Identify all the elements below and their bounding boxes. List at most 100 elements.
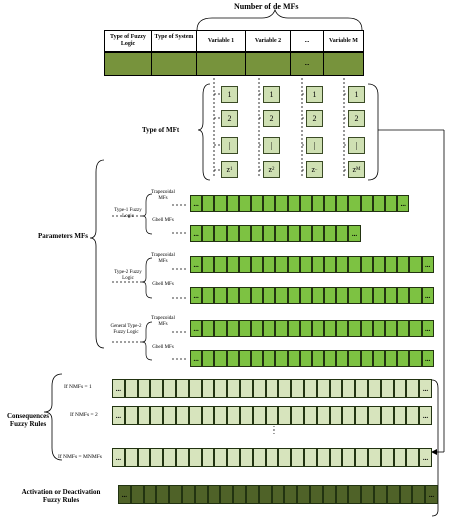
cell — [214, 225, 227, 242]
cell — [252, 448, 266, 467]
cell — [143, 485, 157, 504]
header-bar: ... — [104, 52, 364, 76]
rule-row-1: ...... — [112, 379, 432, 398]
cell — [385, 320, 398, 337]
cell — [278, 379, 292, 398]
cell — [226, 195, 239, 212]
type2-trap-row: ...... — [190, 256, 434, 273]
cell — [360, 256, 373, 273]
cell — [220, 485, 234, 504]
header-col-variable-2: Variable 2 — [246, 31, 291, 51]
cell — [238, 195, 251, 212]
cell — [214, 320, 227, 337]
cell — [336, 320, 349, 337]
cell — [299, 225, 312, 242]
cell — [291, 406, 304, 425]
mf-type-subscript: M — [356, 167, 361, 172]
cell-dots: ... — [190, 350, 203, 367]
cell — [207, 485, 221, 504]
cell — [214, 287, 227, 304]
mf-type-subscript: .. — [315, 167, 318, 172]
cell — [150, 406, 164, 425]
cell — [297, 485, 310, 504]
cell — [397, 287, 410, 304]
cell — [175, 448, 189, 467]
cell — [311, 350, 325, 367]
cell — [372, 287, 385, 304]
cell — [258, 485, 272, 504]
cell — [316, 379, 330, 398]
cell — [175, 406, 189, 425]
cell — [275, 320, 288, 337]
cell — [299, 287, 312, 304]
mf-type-box: | — [306, 137, 323, 154]
cell — [336, 350, 349, 367]
cell — [250, 256, 264, 273]
cell — [238, 256, 251, 273]
cell — [397, 320, 410, 337]
cell-dots: ... — [419, 379, 432, 398]
cell — [263, 287, 276, 304]
rule-row-1-label: If NMFs = 1 — [64, 384, 92, 390]
parameters-mfs-label: Parameters MFs — [38, 232, 88, 240]
mf-type-value: z — [226, 165, 231, 174]
cell — [150, 448, 164, 467]
cell — [348, 485, 362, 504]
cell-dots: ... — [348, 225, 361, 242]
group-gt2-trap-label: Trapezoidal MFs — [151, 316, 175, 327]
cell — [124, 379, 138, 398]
type1-gbell-row: ...... — [190, 225, 361, 242]
cell — [265, 448, 279, 467]
mf-type-value: 1 — [269, 90, 274, 99]
cell — [299, 256, 312, 273]
cell — [194, 485, 208, 504]
cell — [322, 485, 336, 504]
cell — [202, 225, 215, 242]
mf-type-value: z — [268, 165, 273, 174]
mf-type-box: 1 — [221, 86, 238, 103]
cell — [299, 350, 312, 367]
cell — [188, 406, 202, 425]
mf-type-box: 2 — [263, 110, 280, 127]
cell — [201, 379, 215, 398]
cell — [226, 350, 239, 367]
cell — [324, 225, 337, 242]
cell — [367, 379, 381, 398]
cell-dots: ... — [419, 406, 432, 425]
cell — [214, 350, 227, 367]
gt2-gbell-row: ...... — [190, 350, 434, 367]
cell — [409, 350, 422, 367]
cell — [130, 485, 144, 504]
cell — [299, 195, 312, 212]
cell — [412, 485, 426, 504]
cell — [385, 350, 398, 367]
cell-dots: ... — [112, 448, 125, 467]
cell — [156, 485, 170, 504]
cell — [202, 320, 215, 337]
cell — [275, 225, 288, 242]
cell — [311, 225, 325, 242]
cell — [397, 350, 410, 367]
group-type1-trap-label: Trapezoidal MFs — [151, 190, 175, 201]
cell — [278, 406, 292, 425]
group-gt2-label: General Type-2 Fuzzy Logic — [110, 324, 142, 335]
mf-type-subscript: 2 — [272, 167, 275, 172]
cell — [227, 406, 240, 425]
mf-type-value: | — [355, 141, 358, 150]
cell — [342, 406, 356, 425]
cell — [342, 448, 356, 467]
cell — [265, 379, 279, 398]
cell-dots: ... — [397, 195, 410, 212]
type2-gbell-row: ...... — [190, 287, 434, 304]
cell — [252, 406, 266, 425]
mf-type-value: 1 — [312, 90, 317, 99]
mf-type-box: 1 — [348, 86, 365, 103]
cell-dots: ... — [421, 256, 434, 273]
mf-type-value: 1 — [354, 90, 359, 99]
rule-row-2-label: If NMFs = 2 — [70, 412, 98, 418]
group-type1-label: Type-1 Fuzzy Logic — [114, 208, 142, 219]
